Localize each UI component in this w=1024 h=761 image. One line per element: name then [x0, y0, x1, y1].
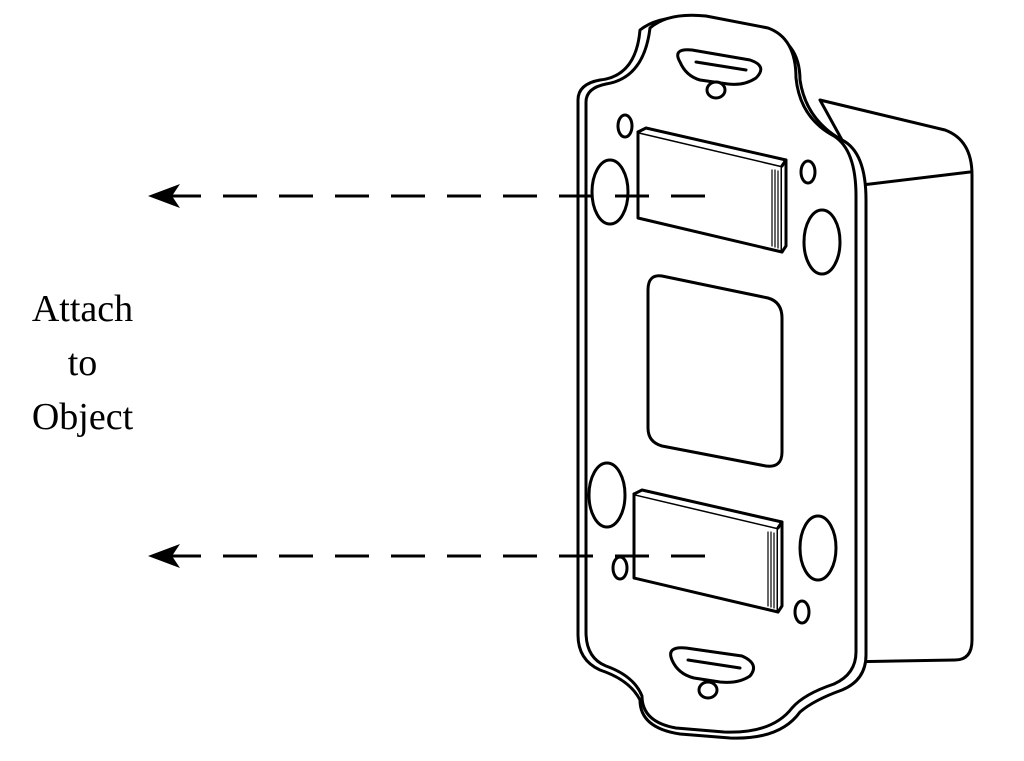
label-line-1: Attach	[31, 288, 134, 330]
arrow-top-head	[148, 184, 180, 208]
small-hole-bottom-right	[793, 599, 811, 625]
adhesive-strip-bottom	[632, 488, 784, 614]
bottom-keyhole-slot	[669, 646, 756, 700]
mounting-hole-bottom-right	[798, 514, 838, 582]
adhesive-strip-top	[636, 126, 788, 254]
center-recess	[646, 274, 784, 468]
small-hole-bottom-left	[611, 555, 629, 581]
top-keyhole-slot	[676, 48, 763, 100]
arrow-bottom-head	[148, 544, 180, 568]
small-hole-top-left	[616, 113, 634, 139]
attach-to-object-label: Attach to Object	[0, 282, 165, 444]
mounting-hole-bottom-left	[587, 461, 627, 529]
small-hole-top-right	[799, 159, 817, 185]
label-line-3: Object	[31, 396, 134, 438]
mounting-hole-top-right	[802, 208, 842, 276]
mounting-hole-top-left	[590, 158, 630, 226]
label-line-2: to	[67, 342, 98, 384]
